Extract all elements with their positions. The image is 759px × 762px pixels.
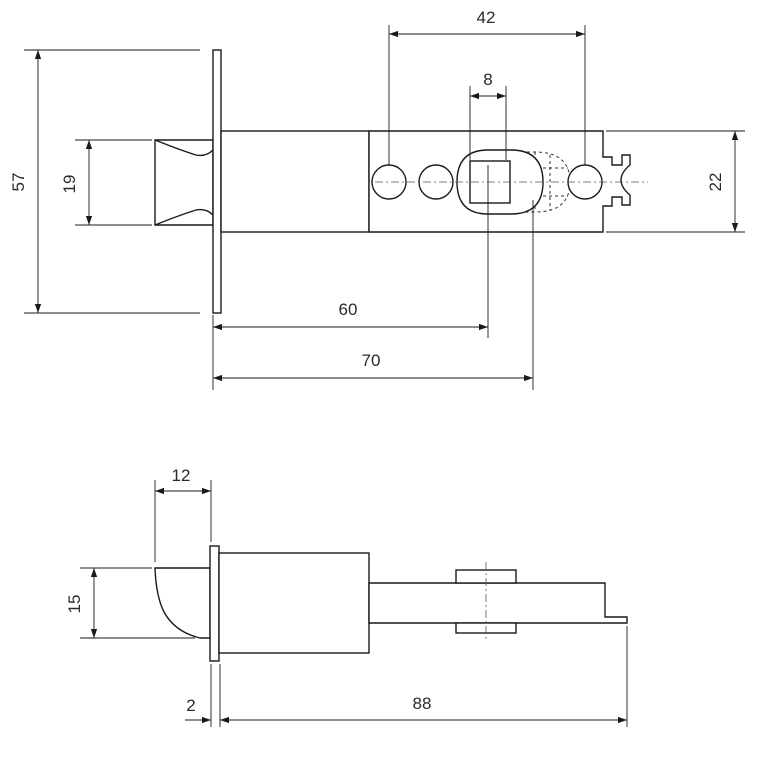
- faceplate-side: [209, 545, 220, 662]
- dim-label-19: 19: [60, 175, 79, 194]
- dim-label-42: 42: [477, 8, 496, 27]
- faceplate-top: [212, 49, 222, 314]
- tail-side: [368, 582, 628, 624]
- dim-label-8: 8: [483, 70, 492, 89]
- dim-label-70: 70: [362, 351, 381, 370]
- dim-label-22: 22: [706, 173, 725, 192]
- dim-label-57: 57: [9, 173, 28, 192]
- latch-bolt-top: [154, 139, 214, 226]
- side-view: 12 15 2 88: [65, 466, 628, 727]
- latch-bolt-curve: [154, 139, 214, 157]
- latch-case-side: [218, 552, 370, 654]
- dim-label-88: 88: [413, 694, 432, 713]
- latch-bolt-side: [154, 567, 211, 639]
- dim-label-60: 60: [339, 300, 358, 319]
- latch-bolt-curve-lower: [154, 208, 214, 226]
- top-view: 42 8 57 19 22 60 70: [9, 8, 745, 390]
- dim-label-2: 2: [186, 696, 195, 715]
- dim-label-12: 12: [172, 466, 191, 485]
- latch-case-top: [220, 130, 370, 233]
- dim-label-15: 15: [65, 595, 84, 614]
